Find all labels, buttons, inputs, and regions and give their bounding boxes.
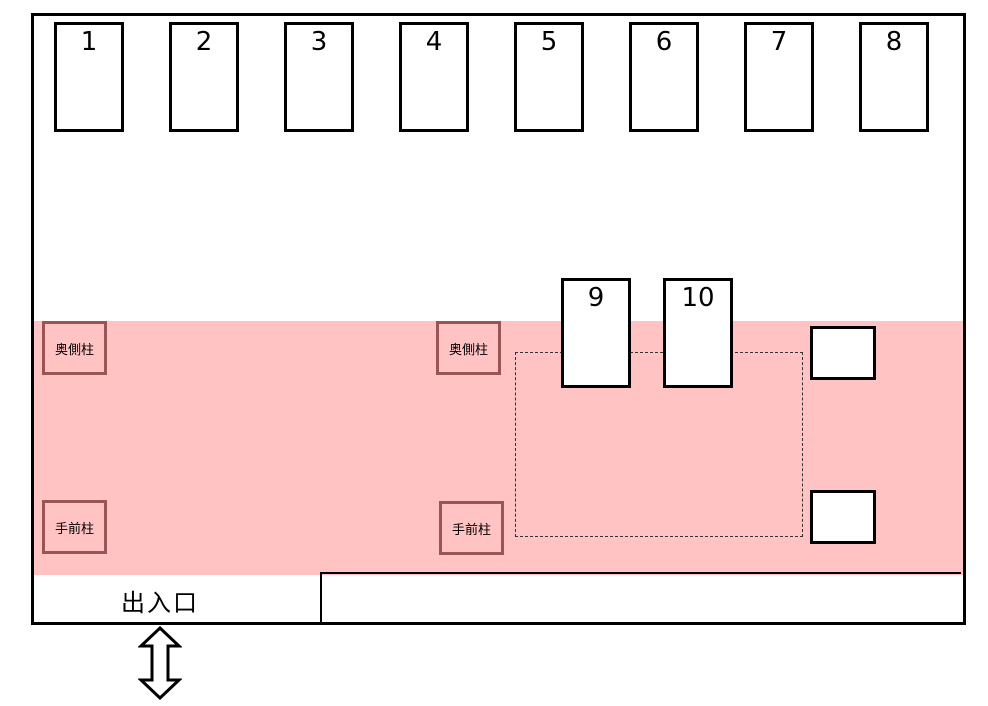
entrance-divider-line <box>320 572 322 624</box>
box-lower-right[interactable] <box>810 490 876 544</box>
slot-5[interactable]: 5 <box>514 22 584 132</box>
pillar-front-center: 手前柱 <box>439 501 504 555</box>
slot-4[interactable]: 4 <box>399 22 469 132</box>
slot-10[interactable]: 10 <box>663 278 733 388</box>
slot-3[interactable]: 3 <box>284 22 354 132</box>
double-arrow-icon <box>138 626 182 700</box>
slot-9[interactable]: 9 <box>561 278 631 388</box>
slot-6[interactable]: 6 <box>629 22 699 132</box>
bottom-divider-line <box>321 572 961 574</box>
pillar-back-center: 奥側柱 <box>436 321 501 375</box>
slot-7[interactable]: 7 <box>744 22 814 132</box>
pillar-label: 奥側柱 <box>54 342 94 358</box>
pillar-label: 手前柱 <box>451 522 491 538</box>
slot-8[interactable]: 8 <box>859 22 929 132</box>
pillar-label: 奥側柱 <box>448 342 488 358</box>
box-upper-right[interactable] <box>810 326 876 380</box>
pillar-back-left: 奥側柱 <box>42 321 107 375</box>
pillar-label: 手前柱 <box>54 521 94 537</box>
dashed-area <box>515 352 803 537</box>
slot-1[interactable]: 1 <box>54 22 124 132</box>
slot-2[interactable]: 2 <box>169 22 239 132</box>
pillar-front-left: 手前柱 <box>42 500 107 554</box>
entrance-label: 出入口 <box>121 588 199 617</box>
